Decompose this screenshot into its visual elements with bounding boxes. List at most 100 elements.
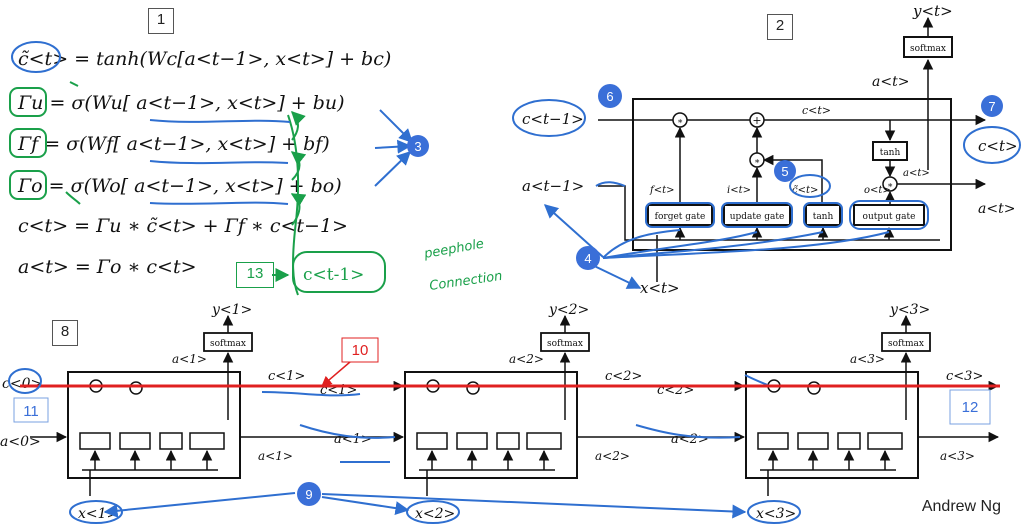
circle-c-tilde (11, 41, 61, 73)
cell-a-top-label: a<t> (872, 74, 909, 90)
chain-unit-1-y-label: y<1> (211, 302, 252, 318)
chain-unit-3-gate-4 (867, 432, 903, 450)
c-tilde-t-label: c̃<t> (792, 185, 818, 196)
chain-unit-2-x-label: x<2> (415, 506, 455, 522)
chain-unit-1-gate-1 (79, 432, 111, 450)
equation-cell-state: c<t> = Γu ∗ c̃<t> + Γf ∗ c<t−1> (18, 215, 348, 237)
badge-9-arrows (8, 368, 747, 519)
peephole-arrow-3 (290, 193, 307, 226)
cell-c-out-label: c<t> (978, 137, 1018, 155)
chain-unit-1-x-label: x<1> (78, 506, 118, 522)
badge-3-label: 3 (414, 139, 421, 154)
chain-blue-c2-mark (744, 374, 771, 387)
annotation-11-box (13, 397, 49, 423)
badge-4-label: 4 (584, 251, 591, 266)
peephole-c-text: c<t-1> (303, 265, 364, 285)
chain-unit-2-a-label: a<2> (595, 449, 630, 463)
update-gate-label: update gate (730, 212, 785, 222)
chain-blue-c1-mark (261, 391, 361, 397)
circle-gamma-o (9, 170, 47, 200)
i-t-label: i<t> (727, 185, 751, 196)
chain-unit-3-box (745, 371, 919, 479)
annotation-12-label: 12 (962, 399, 979, 416)
lstm-chain: c<0>a<0>softmaxy<1>a<1>c<1>c<1>a<1>a<1>x… (0, 302, 1000, 524)
chain-unit-2-gate-2 (456, 432, 488, 450)
credit: Andrew Ng (921, 498, 1001, 515)
cell-c-prev-label: c<t−1> (522, 110, 584, 128)
svg-text:∗: ∗ (754, 157, 760, 167)
chain-unit-3-gate-2 (797, 432, 829, 450)
chain-unit-1-c-label: c<1> (268, 369, 305, 384)
circle-gamma-u (9, 87, 47, 117)
equation-output-gate: Γo = σ(Wo[ a<t−1>, x<t>] + bo) (18, 175, 342, 197)
annotation-10-label: 10 (352, 342, 369, 359)
chain-unit-3-gate-3 (837, 432, 861, 450)
svg-text:+: + (752, 114, 761, 127)
chain-unit-1-gate-3 (159, 432, 183, 450)
circle-c-out (963, 126, 1021, 164)
cell-c-line-label: c<t> (802, 104, 831, 117)
green-circles (9, 41, 386, 296)
chain-unit-3-add (807, 381, 821, 395)
badge-6-label: 6 (606, 89, 613, 104)
svg-text:∗: ∗ (887, 181, 893, 191)
peephole-label-2: Connection (428, 269, 503, 294)
peephole-label-1: peephole (422, 237, 485, 262)
forget-gate-label: forget gate (655, 212, 706, 222)
chain-unit-1-a-label: a<1> (258, 449, 293, 463)
chain-unit-1-gate-2 (119, 432, 151, 450)
badge-9-label: 9 (305, 487, 312, 502)
chain-unit-1-gate-4 (189, 432, 225, 450)
output-gate-label: output gate (863, 212, 916, 222)
badge-5-label: 5 (781, 164, 788, 179)
annotation-11-label: 11 (23, 403, 39, 420)
badge-4 (576, 246, 600, 270)
badge-5 (774, 160, 796, 182)
chain-unit-3-c-label: c<3> (946, 369, 983, 384)
chain-unit-1-x-circle (69, 500, 123, 524)
blue-underlines (149, 109, 413, 205)
lstm-cell-box (632, 98, 952, 251)
chain-blue-a1-mark (299, 424, 396, 439)
peephole-arrow-1 (291, 111, 306, 141)
chain-blue-a2-mark (635, 424, 741, 439)
chain-unit-1-a-top-label: a<1> (172, 352, 207, 366)
equation-forget-gate: Γf = σ(Wf[ a<t−1>, x<t>] + bf) (18, 133, 330, 155)
chain-unit-3-y-label: y<3> (889, 302, 930, 318)
annotation-12-box (949, 389, 991, 425)
chain-unit-1-add (129, 381, 143, 395)
chain-unit-2-c-label: c<2> (605, 369, 642, 384)
peephole-arrow-2 (290, 151, 307, 181)
f-t-label: f<t> (649, 185, 674, 196)
cell-a-small-label: a<t> (903, 168, 930, 179)
chain-unit-2-box (404, 371, 578, 479)
tanh-gate-box (805, 204, 841, 226)
svg-text:∗: ∗ (677, 117, 683, 127)
equation-update-gate: Γu = σ(Wu[ a<t−1>, x<t>] + bu) (18, 92, 345, 114)
peephole-c-box (292, 251, 386, 293)
badge-9 (297, 482, 321, 506)
chain-unit-2-a-top-label: a<2> (509, 352, 544, 366)
badge-3 (407, 135, 429, 157)
chain-unit-3-a-top-label: a<3> (850, 352, 885, 366)
badge-6 (598, 84, 622, 108)
cell-x-label: x<t> (640, 279, 680, 297)
chain-unit-1-box (67, 371, 241, 479)
update-gate-box (723, 204, 791, 226)
chain-unit-2-y-label: y<2> (548, 302, 589, 318)
chain-unit-2-softmax-label: softmax (547, 339, 583, 349)
equation-activation: a<t> = Γo ∗ c<t> (18, 256, 197, 278)
cell-a-prev-label: a<t−1> (522, 177, 584, 195)
equation-c-tilde: c̃<t> = tanh(Wc[a<t−1>, x<t>] + bc) (18, 48, 392, 70)
chain-unit-2-gate-3 (496, 432, 520, 450)
green-tick-2 (65, 191, 81, 205)
cell-y-label: y<t> (912, 2, 953, 20)
chain-unit-3-a-label: a<3> (940, 449, 975, 463)
annotation-10-box (341, 337, 379, 363)
circle-gamma-f (9, 128, 47, 158)
cell-tanh-label: tanh (880, 148, 901, 158)
badge-7 (981, 95, 1003, 117)
chain-unit-2-add (466, 381, 480, 395)
